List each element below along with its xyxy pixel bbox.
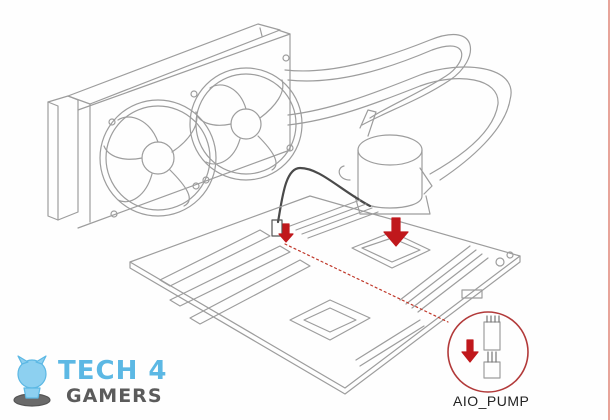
- logo-text-gamers: GAMERS: [66, 385, 163, 407]
- install-arrow-cpu: [383, 217, 409, 247]
- radiator: [47, 23, 291, 229]
- watermark-logo: TECH 4 GAMERS: [10, 352, 180, 414]
- pump-block: [338, 109, 433, 215]
- coolant-tubes: [284, 34, 512, 181]
- fan-right: [189, 54, 303, 184]
- leader-line: [284, 243, 449, 323]
- motherboard: [129, 195, 521, 395]
- cable-connector: [271, 219, 283, 237]
- arrow-down-icon: [461, 339, 479, 363]
- aio-pump-label: AIO_PUMP: [453, 393, 530, 409]
- aio-pump-callout: [447, 311, 529, 393]
- install-arrow-header: [278, 223, 294, 243]
- logo-text-tech: TECH 4: [58, 356, 168, 386]
- pump-cable: [276, 166, 372, 224]
- mascot-icon: [13, 355, 51, 407]
